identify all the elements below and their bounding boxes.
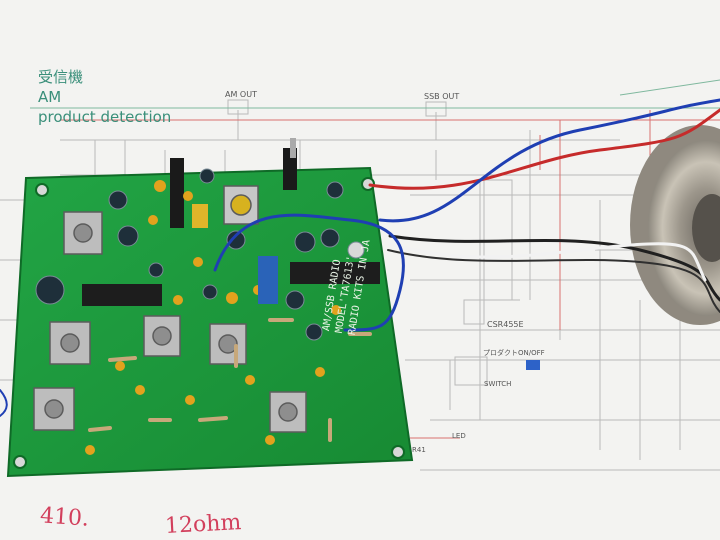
- resistors: [88, 318, 372, 442]
- label-ssb-out: SSB OUT: [424, 92, 460, 101]
- handwritten-note-right: 12ohm: [164, 510, 242, 539]
- speaker-dustcap: [692, 194, 720, 262]
- label-switch: SWITCH: [484, 380, 512, 388]
- doc-title-jp: 受信機: [38, 68, 84, 86]
- jumper-block: [526, 360, 540, 370]
- label-r41: R41: [412, 446, 426, 454]
- schematic-green-lines: [30, 79, 720, 109]
- ceramic-capacitors: [85, 180, 341, 455]
- yellow-capacitor: [192, 204, 208, 228]
- doc-title-am: AM: [38, 88, 62, 106]
- if-transformers: [33, 185, 307, 433]
- blue-trimmer: [258, 256, 278, 304]
- label-led: LED: [452, 432, 466, 440]
- label-csr: CSR455E: [487, 320, 524, 329]
- doc-title-mode: product detection: [38, 108, 172, 126]
- handwritten-note-left: 410.: [39, 503, 90, 532]
- integrated-circuits: [82, 138, 380, 306]
- label-am-out: AM OUT: [225, 90, 257, 99]
- wires: [0, 98, 720, 417]
- electrolytic-capacitors: [35, 168, 365, 341]
- label-prog-switch: プロダクトON/OFF: [483, 349, 545, 357]
